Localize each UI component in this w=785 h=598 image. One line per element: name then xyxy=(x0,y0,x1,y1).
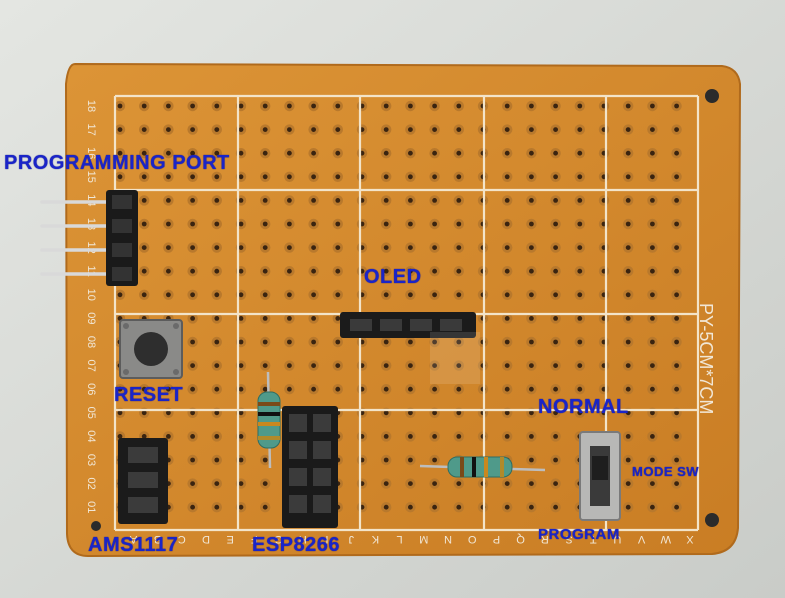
row-number: 16 xyxy=(85,147,97,159)
column-letter: W xyxy=(660,533,671,545)
board-size-marking: PY-5CM*7CM xyxy=(696,303,716,414)
row-number: 04 xyxy=(85,430,97,442)
column-letter: L xyxy=(397,533,403,545)
row-number: 03 xyxy=(85,454,97,466)
row-number: 08 xyxy=(85,336,97,348)
column-letter: G xyxy=(274,533,283,545)
column-letter: I xyxy=(325,533,328,545)
column-letter: H xyxy=(299,533,307,545)
mounting-hole xyxy=(91,521,101,531)
oled-label: OLED xyxy=(364,266,422,288)
column-letter: U xyxy=(613,533,621,545)
row-number: 05 xyxy=(85,407,97,419)
column-letter: A xyxy=(129,533,137,545)
column-letter: D xyxy=(202,533,210,545)
column-letter: V xyxy=(637,533,645,545)
column-letter: X xyxy=(686,533,694,545)
mounting-hole xyxy=(705,513,719,527)
resistor-horizontal xyxy=(419,456,546,478)
row-number: 13 xyxy=(85,218,97,230)
column-letter: C xyxy=(178,533,186,545)
column-letter: O xyxy=(467,533,476,545)
row-number: 07 xyxy=(85,359,97,371)
mounting-hole xyxy=(705,89,719,103)
column-letter: J xyxy=(348,533,354,545)
row-number: 09 xyxy=(85,312,97,324)
ams1117-label: AMS1117 xyxy=(88,534,179,556)
column-letter: F xyxy=(251,533,258,545)
column-letter: E xyxy=(227,533,234,545)
row-number: 18 xyxy=(85,100,97,112)
column-letter: T xyxy=(590,533,597,545)
row-number: 10 xyxy=(85,289,97,301)
row-number-column: 181716151413121110090807060504030201 xyxy=(85,100,97,513)
ams1117-socket xyxy=(118,438,168,524)
oled-header xyxy=(340,312,476,338)
column-letter: P xyxy=(493,533,500,545)
column-letter: Q xyxy=(516,533,525,545)
row-number: 01 xyxy=(85,501,97,513)
column-letter: R xyxy=(541,533,549,545)
esp8266-label: ESP8266 xyxy=(252,534,341,556)
resistor-vertical xyxy=(257,371,281,469)
programming-port-header xyxy=(40,190,138,286)
esp8266-socket xyxy=(282,406,338,528)
program-label: PROGRAM xyxy=(538,526,620,543)
row-number: 15 xyxy=(85,171,97,183)
mode-slide-switch xyxy=(579,431,621,521)
normal-label: NORMAL xyxy=(538,396,629,418)
mode-sw-label: MODE SW xyxy=(632,464,700,479)
programming-port-label: PROGRAMMING PORT xyxy=(4,152,230,174)
column-letter: S xyxy=(565,533,572,545)
pcb-board xyxy=(64,62,742,558)
row-number: 06 xyxy=(85,383,97,395)
row-number: 02 xyxy=(85,477,97,489)
oled-ghost xyxy=(430,332,480,384)
column-letter: N xyxy=(444,533,452,545)
column-letter: B xyxy=(154,533,161,545)
row-number: 12 xyxy=(85,241,97,253)
reset-button xyxy=(119,319,183,379)
column-letter: K xyxy=(371,533,379,545)
row-number: 11 xyxy=(85,265,97,276)
row-number: 17 xyxy=(85,123,97,135)
reset-label: RESET xyxy=(114,384,184,406)
column-letter: M xyxy=(419,533,428,545)
